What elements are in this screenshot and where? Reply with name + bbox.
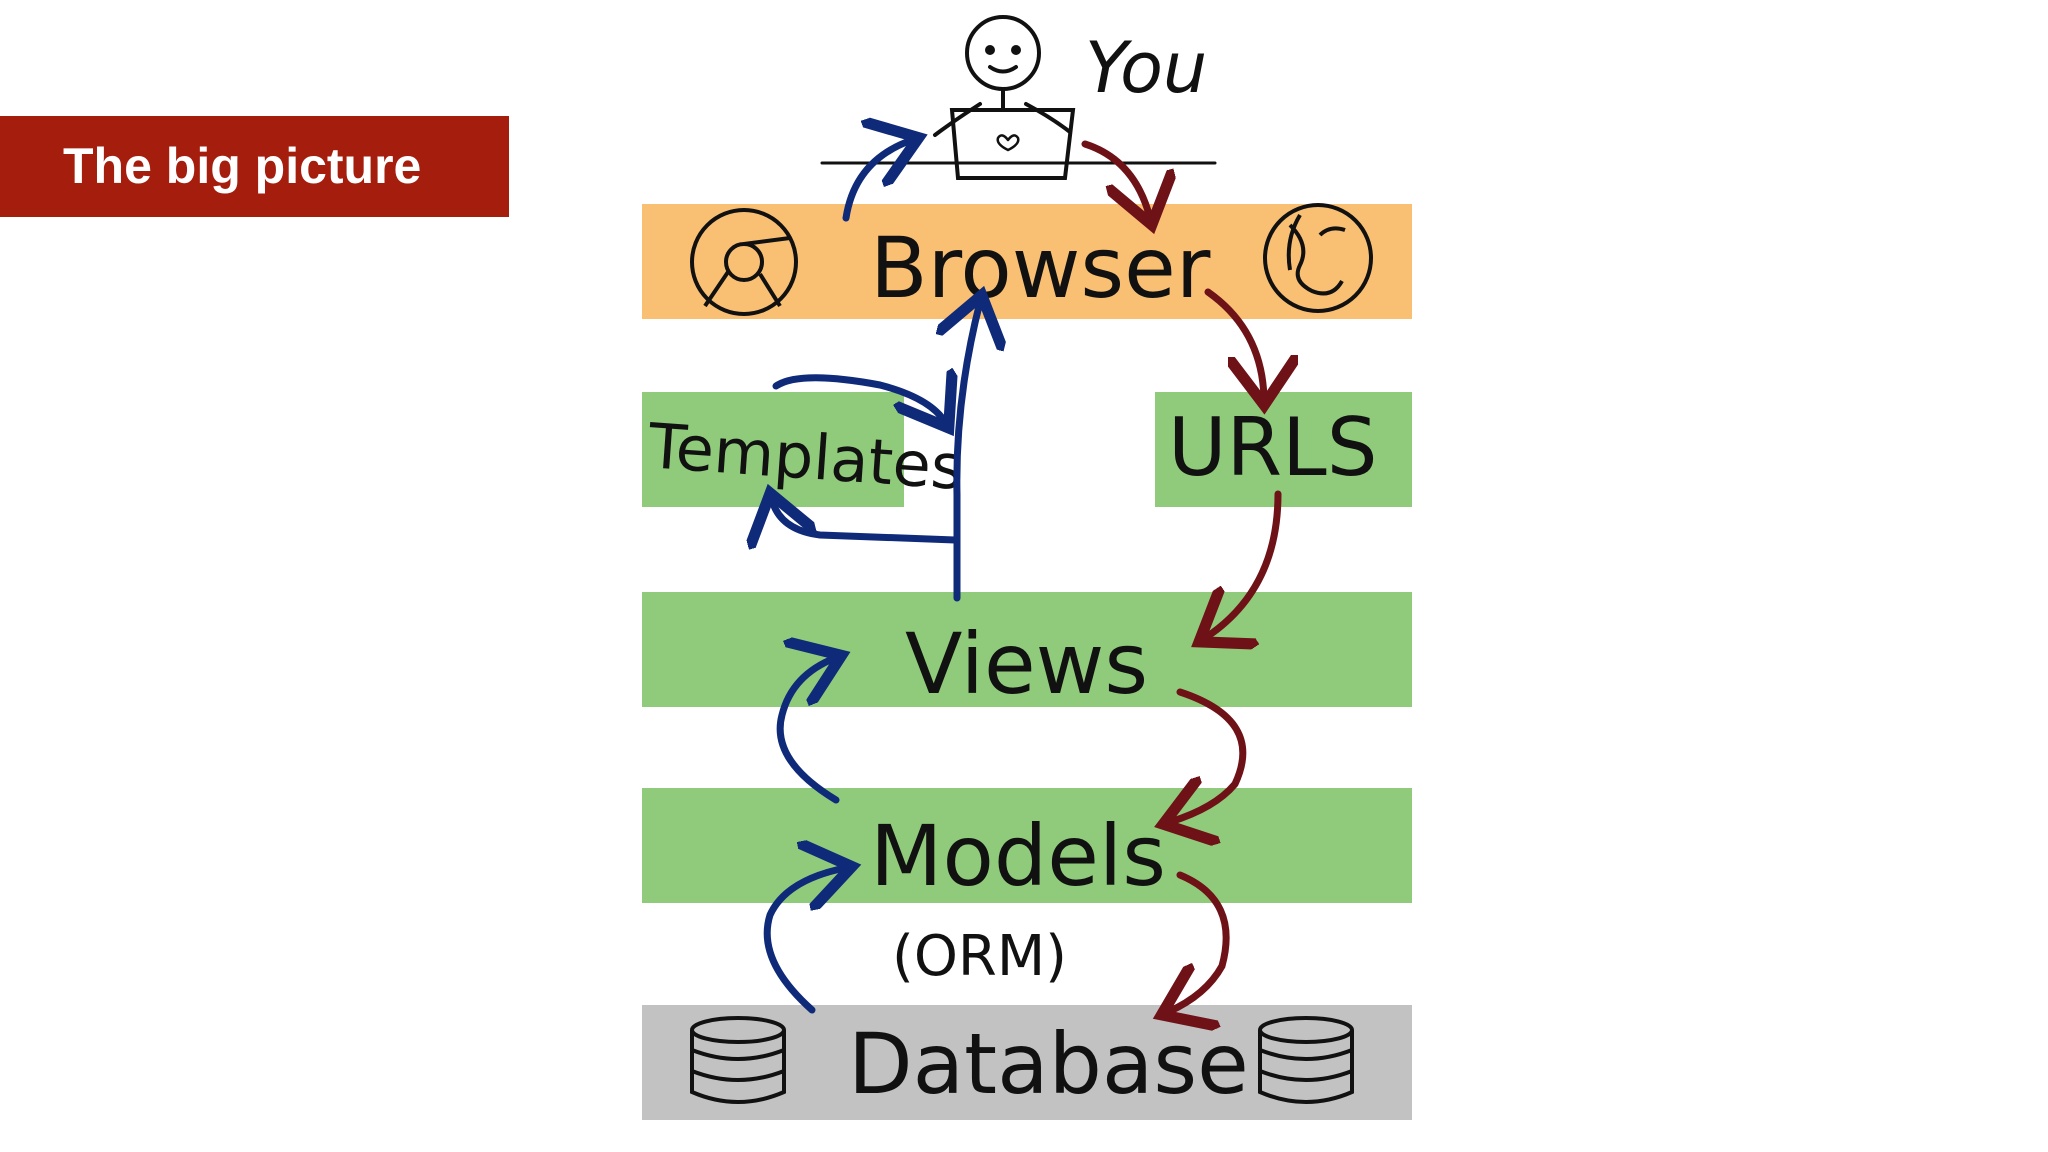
response-arrow-models-to-views xyxy=(776,658,836,804)
models-band xyxy=(642,788,1412,903)
request-arrows xyxy=(1081,140,1282,1012)
slide-title: The big picture xyxy=(63,138,422,194)
title-banner: The big picture xyxy=(0,116,509,217)
response-arrow-views-to-browser xyxy=(957,302,980,602)
models-label: Models xyxy=(870,807,1166,905)
response-arrow-browser-to-user xyxy=(842,140,912,222)
chrome-icon xyxy=(690,208,798,316)
response-arrow-views-to-templates xyxy=(772,500,959,540)
request-arrow-urls-to-views xyxy=(1205,490,1282,638)
response-arrow-templates-to-views xyxy=(772,378,945,422)
response-arrows xyxy=(763,140,980,1014)
views-label: Views xyxy=(905,615,1148,713)
request-arrow-views-to-models xyxy=(1170,688,1247,822)
views-band xyxy=(642,592,1412,707)
database-label: Database xyxy=(848,1015,1249,1113)
user-label: You xyxy=(1085,27,1207,109)
database-icon-left xyxy=(690,1016,786,1104)
urls-label: URLS xyxy=(1168,401,1378,494)
database-icon-right xyxy=(1258,1016,1354,1104)
response-arrow-database-to-models xyxy=(763,868,845,1014)
request-arrow-models-to-database xyxy=(1168,871,1230,1012)
request-arrow-user-to-browser xyxy=(1081,140,1150,218)
browser-label: Browser xyxy=(870,219,1211,317)
firefox-icon xyxy=(1263,203,1373,313)
orm-label: (ORM) xyxy=(892,924,1067,989)
request-arrow-browser-to-urls xyxy=(1204,288,1264,398)
